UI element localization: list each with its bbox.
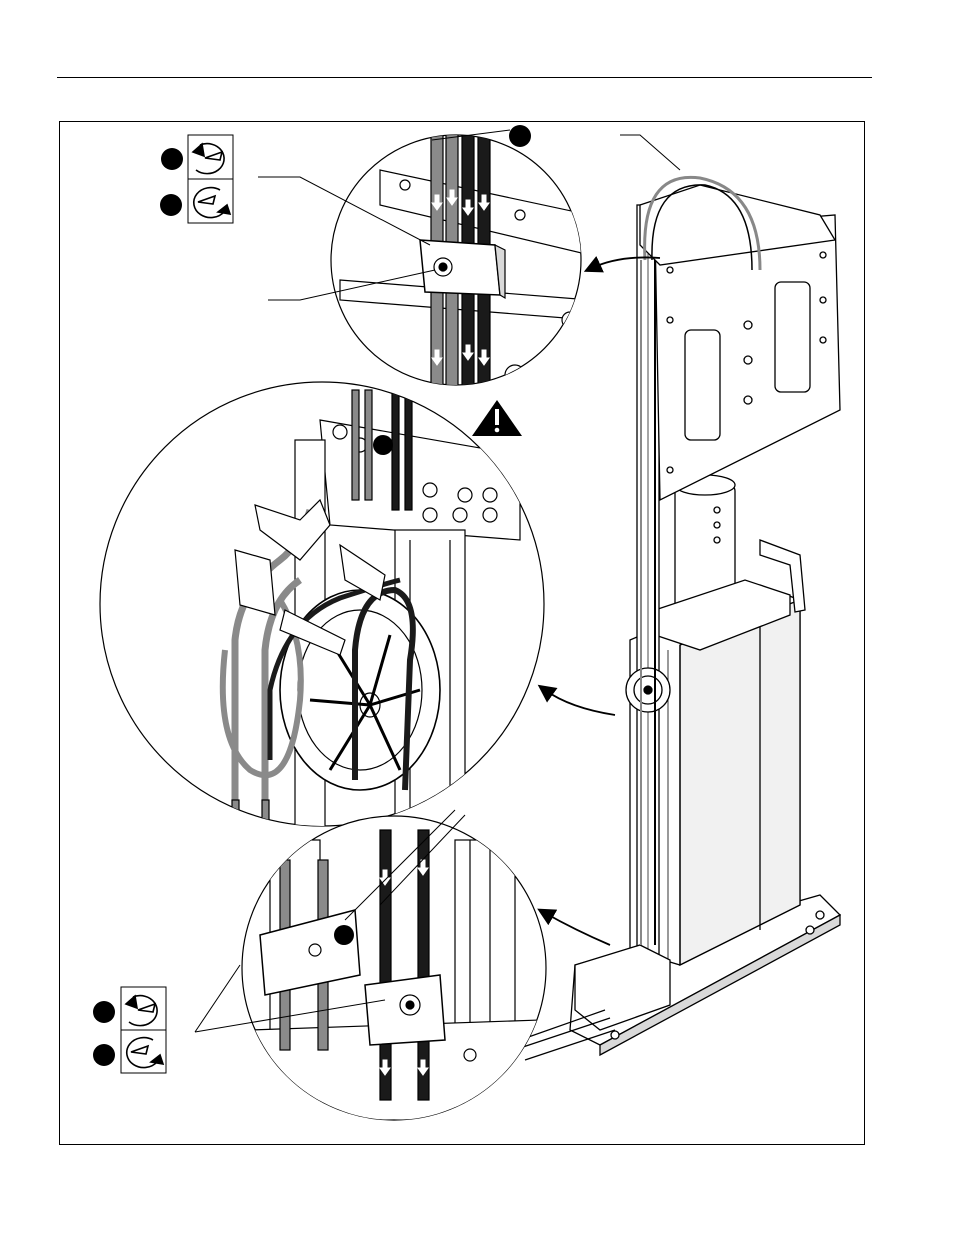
wrench-icons-bottom <box>93 987 166 1073</box>
detail-circle-bottom <box>242 816 546 1120</box>
cable-clamp <box>420 240 500 295</box>
wrench-icons-top <box>160 135 233 223</box>
warning-icon <box>472 400 522 436</box>
step-callout-bottom <box>334 925 354 945</box>
detail-circle-middle <box>100 382 544 850</box>
detail-circle-top <box>331 130 590 400</box>
step-callout-top <box>509 125 531 147</box>
step-callout-middle <box>373 435 393 455</box>
mount-tower <box>570 177 840 1055</box>
